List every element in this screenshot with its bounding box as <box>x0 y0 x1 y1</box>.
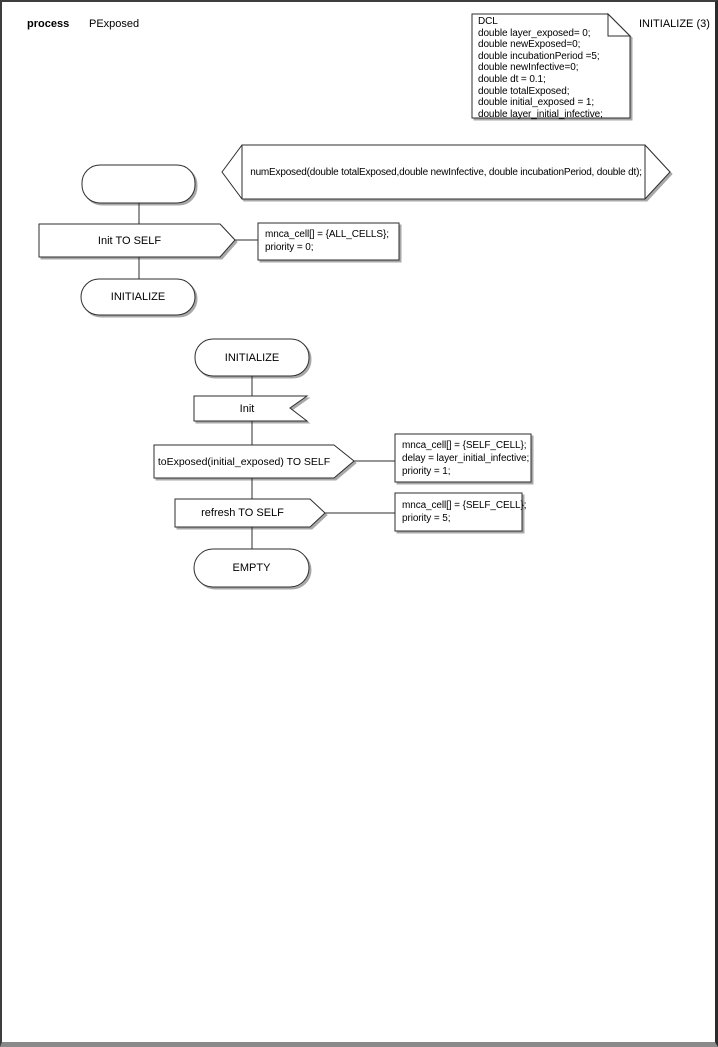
dcl-line: double layer_initial_infective; <box>478 108 603 120</box>
comment2-text: mnca_cell[] = {SELF_CELL}; delay = layer… <box>402 439 529 478</box>
declarations-note-shape[interactable] <box>471 12 632 119</box>
comment2-line: mnca_cell[] = {SELF_CELL}; <box>402 440 527 451</box>
dcl-line: double dt = 0.1; <box>478 73 546 85</box>
comment2-line: delay = layer_initial_infective; <box>402 453 530 464</box>
state-empty-shape[interactable] <box>193 548 310 588</box>
output-toexposed-shape[interactable] <box>153 444 355 479</box>
comment1-line: priority = 0; <box>265 242 314 253</box>
output-refresh-shape[interactable] <box>174 498 326 528</box>
dcl-line: double newInfective=0; <box>478 62 579 74</box>
output-init-label: Init TO SELF <box>97 234 162 247</box>
comment3-box[interactable] <box>394 492 523 532</box>
start-state-shape[interactable] <box>81 164 196 204</box>
comment3-line: mnca_cell[] = {SELF_CELL}; <box>402 500 527 511</box>
dcl-line: double layer_exposed= 0; <box>478 27 591 39</box>
declarations-text: DCL double layer_exposed= 0; double newE… <box>478 16 628 120</box>
output-toexposed-label: toExposed(initial_exposed) TO SELF <box>157 455 331 468</box>
process-name-label: PExposed <box>89 18 140 30</box>
input-init-shape[interactable] <box>193 395 309 422</box>
procedure-declaration-shape[interactable] <box>221 144 671 200</box>
comment3-line: priority = 5; <box>402 513 451 524</box>
comment1-text: mnca_cell[] = {ALL_CELLS}; priority = 0; <box>265 228 389 254</box>
dcl-title: DCL <box>478 16 498 27</box>
state-initialize-label-1: INITIALIZE <box>110 291 166 303</box>
comment3-text: mnca_cell[] = {SELF_CELL}; priority = 5; <box>402 499 527 525</box>
comment1-box[interactable] <box>257 222 400 261</box>
comment2-box[interactable] <box>394 433 532 483</box>
output-refresh-label: refresh TO SELF <box>201 507 284 519</box>
comment1-line: mnca_cell[] = {ALL_CELLS}; <box>265 229 389 240</box>
dcl-line: double totalExposed; <box>478 85 570 97</box>
comment2-line: priority = 1; <box>402 466 451 477</box>
process-kind-label: process <box>27 18 70 30</box>
dcl-line: double incubationPeriod =5; <box>478 50 600 62</box>
page-reference-label: INITIALIZE (3) <box>639 18 710 30</box>
input-init-label: Init <box>239 402 255 415</box>
dcl-line: double newExposed=0; <box>478 39 581 51</box>
procedure-signature-label: numExposed(double totalExposed,double ne… <box>250 166 642 178</box>
output-init-shape[interactable] <box>38 223 236 258</box>
state-initialize-shape-1[interactable] <box>80 278 196 316</box>
state-empty-label: EMPTY <box>232 562 271 574</box>
dcl-line: double initial_exposed = 1; <box>478 97 595 109</box>
state-initialize-label-2: INITIALIZE <box>224 351 280 364</box>
